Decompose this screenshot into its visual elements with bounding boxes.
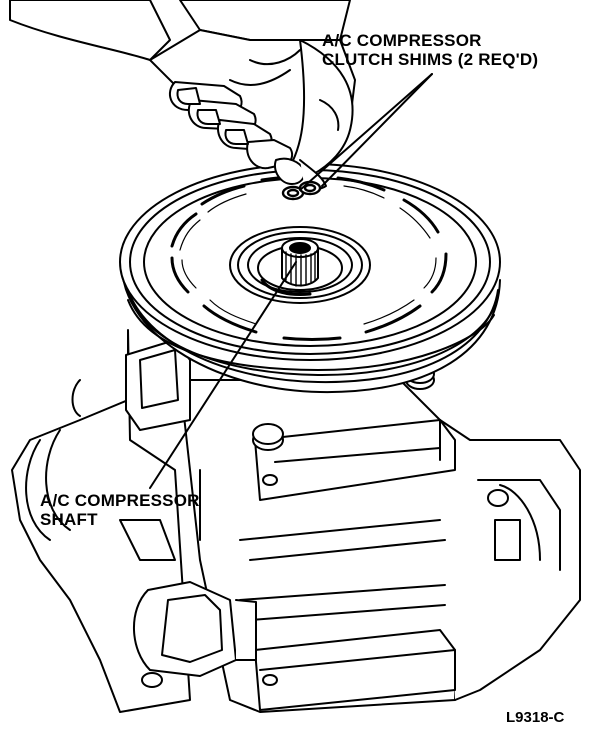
shaft-callout-label: A/C COMPRESSOR SHAFT (40, 491, 200, 529)
compressor-body (12, 330, 580, 712)
figure-id-label: L9318-C (506, 709, 565, 726)
shaft-leader-line (150, 262, 296, 488)
shims-callout-line1: A/C COMPRESSOR (322, 31, 482, 50)
shaft-callout-line1: A/C COMPRESSOR (40, 491, 200, 510)
shim-leader-line-1 (300, 74, 432, 190)
shaft-callout-line2: SHAFT (40, 510, 98, 529)
clutch-shims (283, 182, 320, 199)
shim-leader-line-2 (322, 74, 432, 186)
leader-lines (150, 74, 432, 488)
technician-hand (10, 0, 355, 189)
shims-callout-label: A/C COMPRESSOR CLUTCH SHIMS (2 REQ'D) (322, 31, 538, 69)
shims-callout-line2: CLUTCH SHIMS (2 REQ'D) (322, 50, 539, 69)
